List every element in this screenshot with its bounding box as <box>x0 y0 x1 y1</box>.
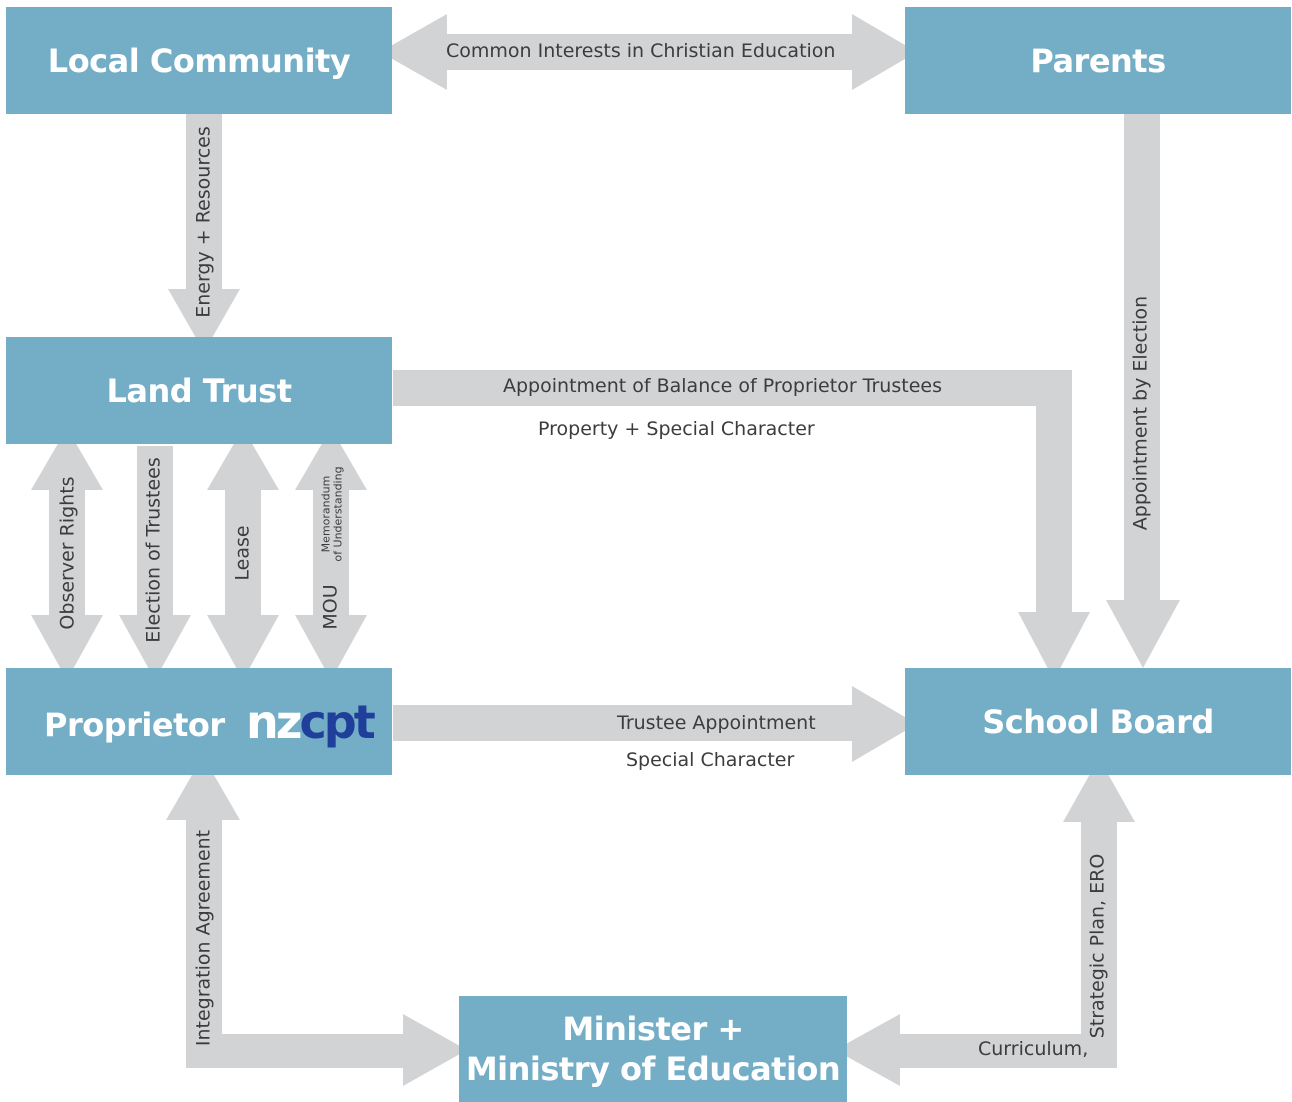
label-strategic-plan: Strategic Plan, ERO <box>1086 853 1109 1039</box>
label-observer-rights: Observer Rights <box>56 476 79 630</box>
arrow-mou <box>295 428 367 680</box>
label-curriculum: Curriculum, <box>978 1038 1089 1060</box>
label-property-special: Property + Special Character <box>538 418 815 440</box>
label-common-interests: Common Interests in Christian Education <box>446 40 836 62</box>
ministry-line-1: Minister + <box>562 1010 744 1049</box>
label-lease: Lease <box>231 525 254 581</box>
arrow-appointment-by-election <box>1106 114 1180 668</box>
label-appointment-by-election: Appointment by Election <box>1129 295 1152 531</box>
arrow-election-trustees <box>119 446 191 680</box>
label-mou: MOU <box>319 584 342 630</box>
label-appointment-balance: Appointment of Balance of Proprietor Tru… <box>503 375 942 397</box>
label-energy-resources: Energy + Resources <box>192 126 215 318</box>
arrow-trustee-appointment <box>393 686 917 762</box>
school-board-box: School Board <box>905 668 1291 775</box>
arrow-strategic-plan <box>835 758 1135 1086</box>
label-trustee-appointment: Trustee Appointment <box>617 712 816 734</box>
ministry-box: Minister + Ministry of Education <box>459 996 847 1102</box>
arrow-lease <box>207 428 279 680</box>
proprietor-label: Proprietor <box>44 706 225 744</box>
label-mou-line-2: of Understanding <box>331 466 344 562</box>
label-mou-line-1: Memorandum <box>319 475 333 553</box>
arrow-energy-resources <box>168 114 240 352</box>
arrow-appointment-balance <box>393 370 1090 680</box>
label-mou-full: Memorandum of Understanding <box>319 466 344 562</box>
label-election-trustees: Election of Trustees <box>142 457 165 643</box>
proprietor-box: Proprietor nzcpt <box>6 668 392 775</box>
local-community-box: Local Community <box>6 7 392 114</box>
arrow-observer-rights <box>31 428 103 680</box>
arrow-common-interests <box>380 14 917 90</box>
parents-box: Parents <box>905 7 1291 114</box>
land-trust-box: Land Trust <box>6 337 392 444</box>
ministry-line-2: Ministry of Education <box>465 1049 841 1088</box>
label-special-character: Special Character <box>626 749 795 771</box>
logo-cpt-text: cpt <box>299 695 376 749</box>
logo-nz-text: nz <box>246 695 303 749</box>
nzcpt-logo: nzcpt <box>246 699 376 745</box>
label-integration-agreement: Integration Agreement <box>192 829 215 1047</box>
arrow-integration-agreement <box>166 756 467 1086</box>
